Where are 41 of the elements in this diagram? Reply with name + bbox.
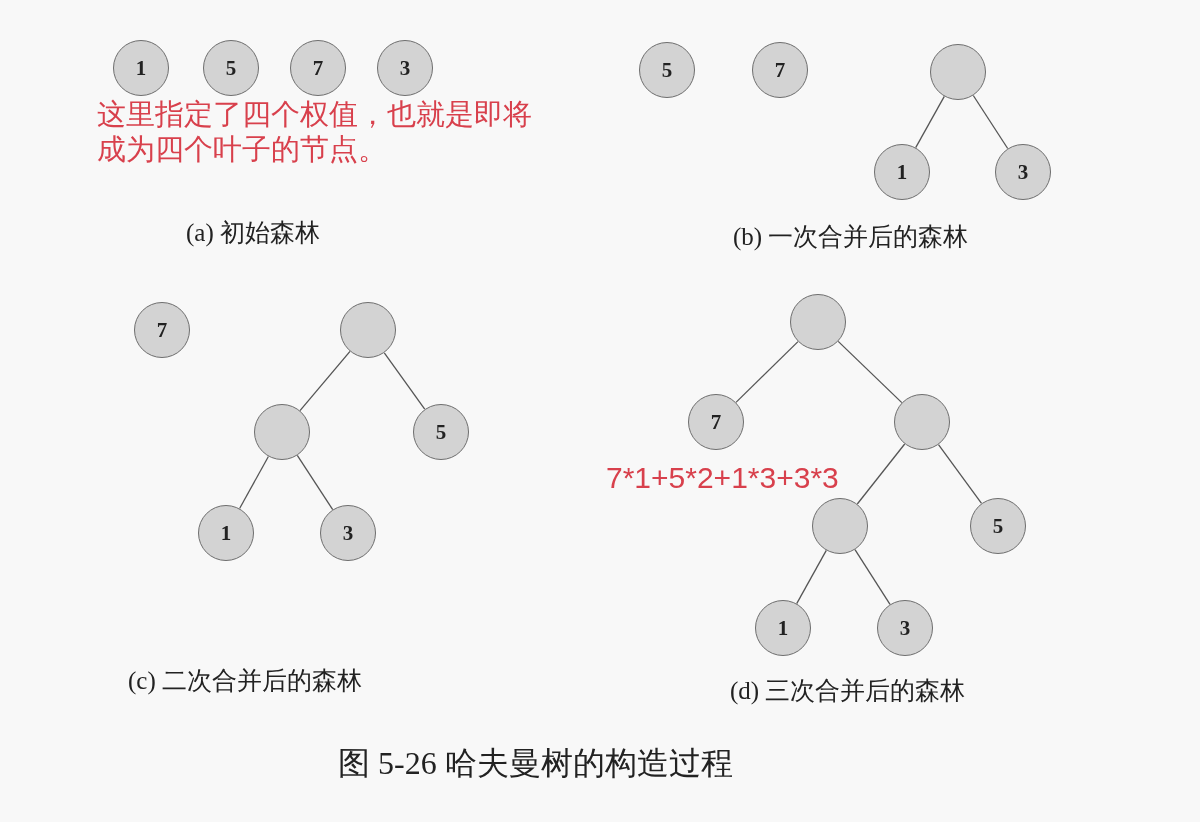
tree-node: 3 [877, 600, 933, 656]
tree-node: 7 [688, 394, 744, 450]
tree-node: 5 [639, 42, 695, 98]
tree-node [254, 404, 310, 460]
tree-node [930, 44, 986, 100]
annotation-note: 这里指定了四个权值，也就是即将成为四个叶子的节点。 [97, 97, 533, 168]
tree-node: 5 [413, 404, 469, 460]
tree-node: 7 [290, 40, 346, 96]
tree-node: 1 [755, 600, 811, 656]
tree-edge [796, 549, 827, 605]
tree-node: 3 [377, 40, 433, 96]
tree-node: 1 [198, 505, 254, 561]
figure-caption: 图 5-26 哈夫曼树的构造过程 [338, 744, 733, 783]
tree-edge [383, 352, 426, 410]
tree-edge [837, 340, 903, 404]
tree-node [790, 294, 846, 350]
tree-node: 3 [320, 505, 376, 561]
tree-edge [854, 548, 891, 606]
tree-edge [299, 350, 351, 412]
tree-edge [296, 454, 334, 511]
subfigure-caption: (c) 二次合并后的森林 [128, 666, 362, 697]
tree-node: 5 [203, 40, 259, 96]
tree-edge [915, 95, 945, 149]
tree-edge [972, 94, 1009, 150]
tree-edge [238, 455, 270, 510]
subfigure-caption: (d) 三次合并后的森林 [730, 676, 966, 707]
tree-node [340, 302, 396, 358]
subfigure-caption: (a) 初始森林 [186, 218, 320, 249]
tree-node: 7 [134, 302, 190, 358]
formula-annotation: 7*1+5*2+1*3+3*3 [606, 460, 839, 496]
tree-node: 7 [752, 42, 808, 98]
tree-node [812, 498, 868, 554]
tree-edge [735, 340, 799, 404]
tree-node: 5 [970, 498, 1026, 554]
tree-node: 3 [995, 144, 1051, 200]
tree-node: 1 [113, 40, 169, 96]
subfigure-caption: (b) 一次合并后的森林 [733, 222, 969, 253]
tree-node [894, 394, 950, 450]
tree-node: 1 [874, 144, 930, 200]
tree-edge [937, 443, 983, 505]
tree-edge [856, 443, 906, 505]
